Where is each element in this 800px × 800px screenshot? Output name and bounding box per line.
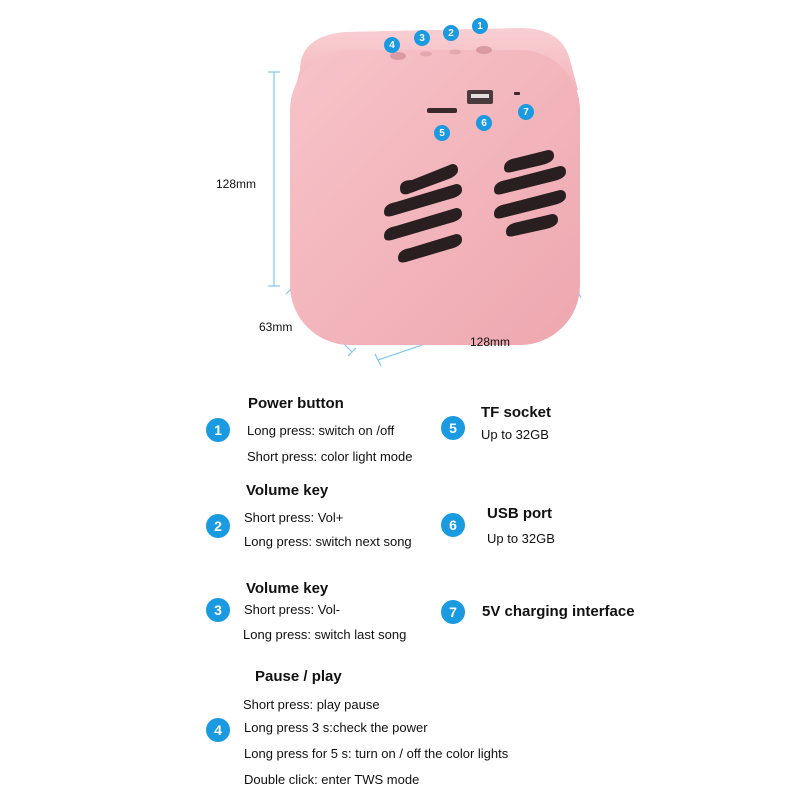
- section-title: 5V charging interface: [482, 603, 635, 620]
- section-line: Short press: color light mode: [247, 449, 413, 464]
- section-line: Long press: switch next song: [244, 534, 412, 549]
- callout-badge-3: 3: [414, 30, 430, 46]
- section-line: Up to 32GB: [481, 427, 549, 442]
- section-number-badge: 1: [206, 418, 230, 442]
- section-number-badge: 4: [206, 718, 230, 742]
- callout-badge-1: 1: [472, 18, 488, 34]
- section-number-badge: 5: [441, 416, 465, 440]
- section-title: USB port: [487, 505, 552, 522]
- callout-badge-4: 4: [384, 37, 400, 53]
- section-title: Pause / play: [255, 668, 342, 685]
- product-illustration: 128mm 63mm 128mm 4 3 2 1 5 6 7: [0, 0, 800, 380]
- charging-port: [514, 92, 520, 95]
- section-title: TF socket: [481, 404, 552, 421]
- section-line: Short press: Vol+: [244, 510, 344, 525]
- height-dimension-label: 128mm: [216, 177, 257, 191]
- section-number-badge: 3: [206, 598, 230, 622]
- section-title: Power button: [248, 395, 344, 412]
- section-line: Long press: switch last song: [243, 627, 407, 642]
- section-line: Long press for 5 s: turn on / off the co…: [244, 746, 509, 761]
- section-line: Short press: Vol-: [244, 602, 341, 617]
- section-number-badge: 2: [206, 514, 230, 538]
- top-buttons: [390, 46, 492, 60]
- section-number-badge: 7: [441, 600, 465, 624]
- section-title: Volume key: [246, 482, 329, 499]
- section-line: Long press: switch on /off: [247, 423, 395, 438]
- callout-badge-6: 6: [476, 115, 492, 131]
- callout-badge-2: 2: [443, 25, 459, 41]
- width-dimension-label: 128mm: [470, 335, 511, 349]
- section-line: Short press: play pause: [243, 697, 380, 712]
- left-grille: [384, 164, 462, 263]
- callout-badge-7: 7: [518, 104, 534, 120]
- speaker-drawing: [268, 28, 582, 367]
- section-title: Volume key: [246, 580, 329, 597]
- section-line: Up to 32GB: [487, 531, 555, 546]
- right-grille: [494, 150, 566, 237]
- callout-badge-5: 5: [434, 125, 450, 141]
- section-line: Double click: enter TWS mode: [244, 772, 420, 787]
- section-number-badge: 6: [441, 513, 465, 537]
- tf-slot: [427, 108, 457, 113]
- section-line: Long press 3 s:check the power: [244, 720, 428, 735]
- depth-dimension-label: 63mm: [259, 320, 293, 334]
